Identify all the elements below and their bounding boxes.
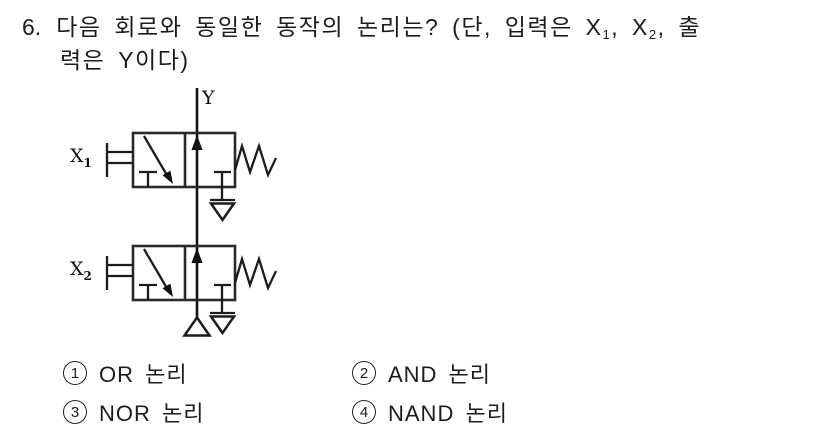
input-label-x1: X1 bbox=[70, 145, 92, 170]
valve-x1-spring-icon bbox=[233, 141, 278, 179]
option-1-label: OR 논리 bbox=[99, 362, 188, 387]
valve-x1-up-arrowhead bbox=[191, 135, 203, 150]
option-2-number-badge: 2 bbox=[352, 361, 376, 385]
option-3-number-badge: 3 bbox=[63, 400, 87, 424]
valve-x2: X2 bbox=[70, 244, 278, 336]
valve-x2-diagonal-flow bbox=[143, 248, 169, 291]
question-number: 6. bbox=[22, 14, 42, 40]
option-3-label: NOR 논리 bbox=[99, 401, 205, 426]
option-1[interactable]: 1 OR 논리 bbox=[63, 360, 188, 387]
question-text-line2: 력은 Y이다) bbox=[60, 47, 190, 73]
option-2-label: AND 논리 bbox=[388, 362, 492, 387]
question-line1-b: , X bbox=[611, 14, 649, 40]
x2-subscript: 2 bbox=[648, 27, 658, 42]
valve-x2-pilot-symbol bbox=[105, 256, 133, 290]
valve-x1-diagonal-arrowhead bbox=[162, 170, 173, 184]
valve-x2-diagonal-arrowhead bbox=[162, 283, 173, 297]
option-1-number-badge: 1 bbox=[63, 361, 87, 385]
valve-x1: X1 bbox=[70, 131, 278, 223]
question-line1-c: , 출 bbox=[657, 14, 702, 40]
valve-x1-pilot-symbol bbox=[105, 143, 133, 177]
option-4-number-badge: 4 bbox=[352, 400, 376, 424]
valve-x1-exhaust-triangle-icon bbox=[208, 198, 237, 223]
option-4[interactable]: 4 NAND 논리 bbox=[352, 399, 508, 426]
valve-x2-up-arrowhead bbox=[191, 248, 203, 263]
valve-x2-spring-icon bbox=[233, 254, 278, 292]
x1-subscript: 1 bbox=[602, 27, 612, 42]
valve-x2-exhaust-triangle-icon bbox=[208, 311, 237, 336]
output-label-y: Y bbox=[201, 87, 215, 109]
question-line1-a: 다음 회로와 동일한 동작의 논리는? (단, 입력은 X bbox=[56, 14, 603, 40]
option-3[interactable]: 3 NOR 논리 bbox=[63, 399, 205, 426]
option-2[interactable]: 2 AND 논리 bbox=[352, 360, 492, 387]
input-label-x2: X2 bbox=[70, 258, 92, 283]
valve-x1-diagonal-flow bbox=[143, 135, 169, 178]
option-4-label: NAND 논리 bbox=[388, 401, 508, 426]
question-text-line1: 6. 다음 회로와 동일한 동작의 논리는? (단, 입력은 X1, X2, 출 bbox=[22, 8, 701, 42]
supply-triangle-icon bbox=[182, 315, 212, 337]
